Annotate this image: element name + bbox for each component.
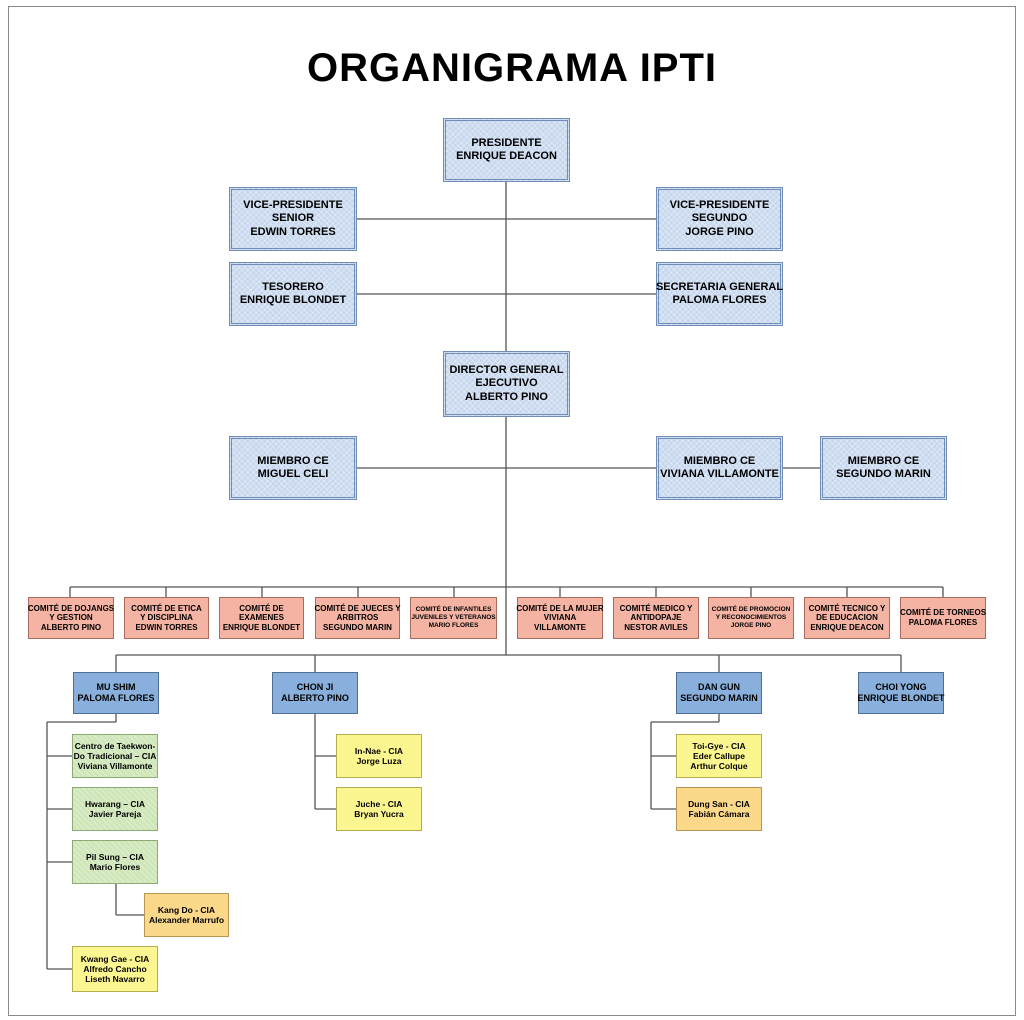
diagram-title: ORGANIGRAMA IPTI [306, 46, 718, 90]
diagram-frame [8, 6, 1016, 1016]
